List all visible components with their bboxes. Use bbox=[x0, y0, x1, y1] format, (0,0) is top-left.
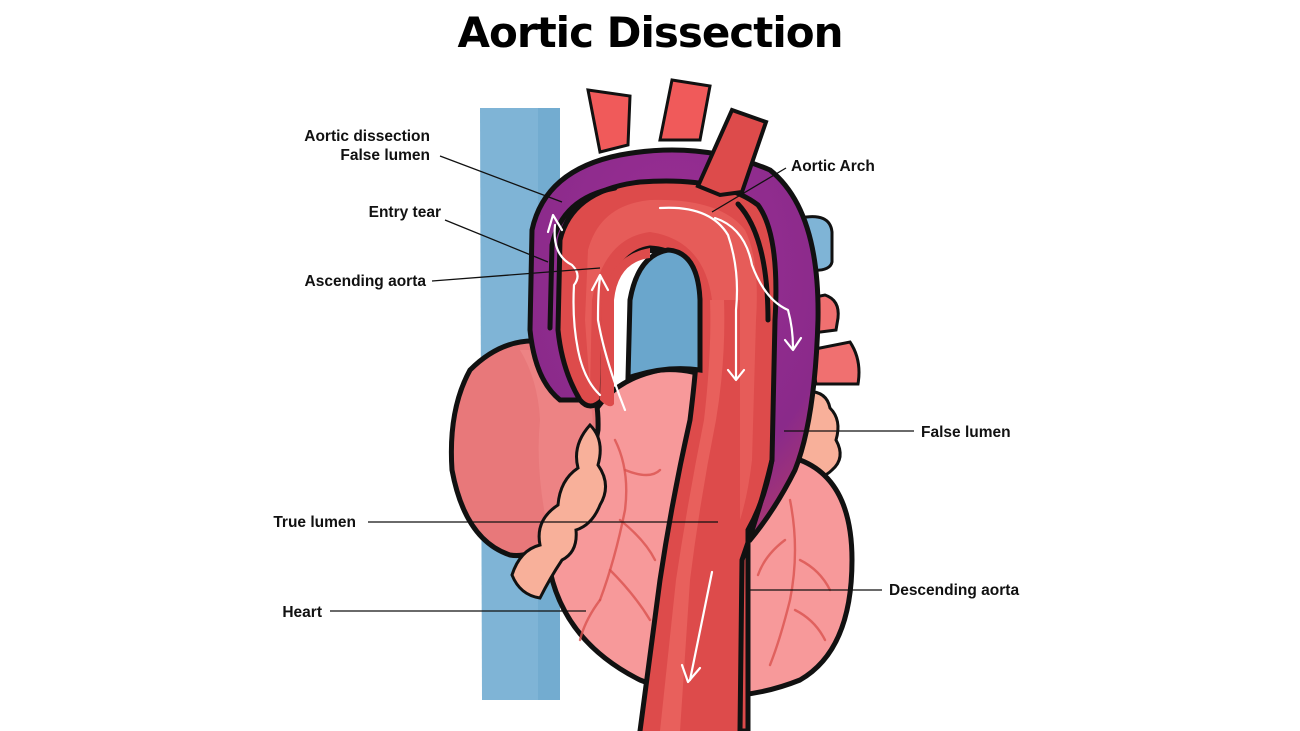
flow-arrow-icon bbox=[546, 206, 803, 684]
label-false-lumen: False lumen bbox=[921, 424, 1011, 441]
diagram-title: Aortic Dissection bbox=[457, 8, 844, 57]
label-entry-tear: Entry tear bbox=[369, 204, 441, 221]
descending-aorta-wall-right bbox=[737, 457, 775, 731]
brachiocephalic-artery bbox=[586, 88, 632, 154]
label-aortic-dissection-false-lumen: False lumen bbox=[340, 147, 430, 164]
subclavian-artery bbox=[695, 107, 769, 198]
coronary-vessels bbox=[578, 438, 832, 667]
label-descending-aorta: Descending aorta bbox=[889, 582, 1019, 599]
label-ascending-aorta: Ascending aorta bbox=[305, 273, 427, 290]
intimal-flap-left bbox=[547, 185, 618, 331]
label-true-lumen: True lumen bbox=[273, 514, 356, 531]
label-heart: Heart bbox=[282, 604, 322, 621]
arch-inner-space bbox=[625, 247, 703, 382]
descending-aorta-shade bbox=[660, 300, 725, 731]
label-aortic-arch: Aortic Arch bbox=[791, 158, 875, 175]
intimal-flap-right bbox=[735, 201, 771, 323]
ascending-aorta-root bbox=[600, 248, 650, 407]
leader-lines bbox=[330, 155, 914, 612]
left-carotid-artery bbox=[658, 78, 712, 142]
fat-tissue-left bbox=[510, 422, 607, 600]
pulmonary-vein-lower bbox=[808, 340, 861, 386]
label-aortic-dissection: Aortic dissection bbox=[304, 128, 430, 145]
